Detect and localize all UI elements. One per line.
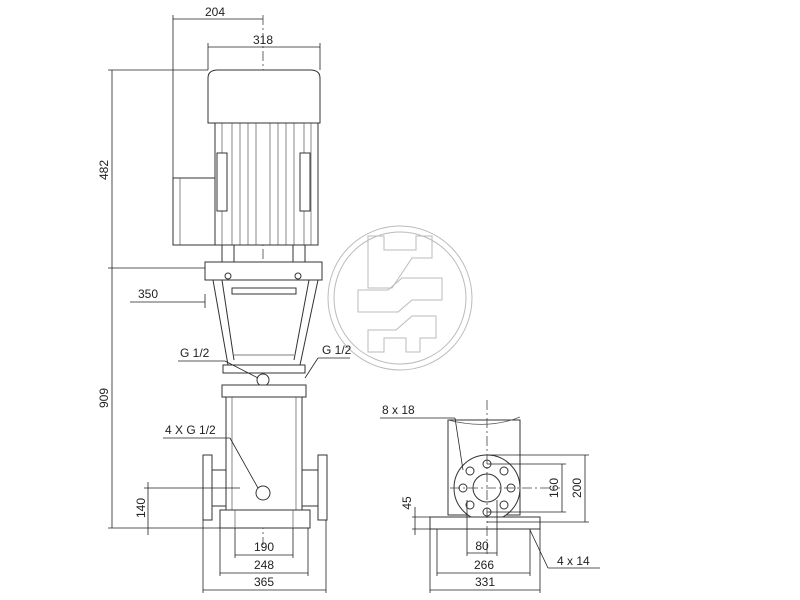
dim-365: 365 (254, 575, 274, 589)
dim-8x18: 8 x 18 (382, 403, 415, 417)
dim-350: 350 (138, 287, 158, 301)
dim-331: 331 (475, 575, 495, 589)
pump-body (202, 396, 328, 529)
callout-4xg12: 4 X G 1/2 (165, 423, 216, 437)
dim-482: 482 (97, 160, 111, 180)
dim-266: 266 (474, 558, 494, 572)
dim-248: 248 (254, 558, 274, 572)
dimension-labels: 204 318 482 909 350 140 190 248 365 G 1/… (97, 5, 590, 589)
dimension-lines (108, 15, 600, 593)
dim-45: 45 (400, 496, 414, 510)
dim-4x14: 4 x 14 (557, 554, 590, 568)
motor (172, 69, 321, 263)
side-view (429, 400, 560, 555)
motor-stool (204, 261, 323, 398)
watermark-logo (327, 225, 473, 371)
dim-909: 909 (97, 388, 111, 408)
dim-190: 190 (254, 540, 274, 554)
dim-200: 200 (570, 478, 584, 498)
drain-plug-icon (255, 485, 271, 501)
dim-80: 80 (475, 539, 489, 553)
vent-plug-icon (256, 373, 270, 387)
dim-140: 140 (134, 498, 148, 518)
callout-g12-left: G 1/2 (180, 346, 210, 360)
dim-204: 204 (205, 5, 225, 19)
dim-160: 160 (547, 478, 561, 498)
callout-g12-right: G 1/2 (322, 343, 352, 357)
dim-318: 318 (253, 33, 273, 47)
